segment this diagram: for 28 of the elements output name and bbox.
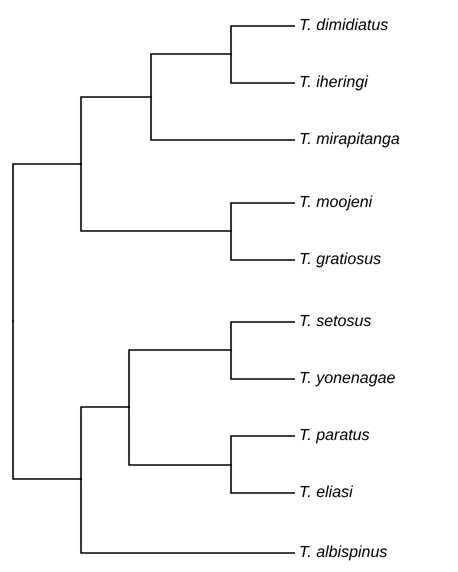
species-label: T. moojeni bbox=[295, 193, 372, 213]
tree-branch bbox=[230, 25, 295, 54]
tree-branch bbox=[128, 349, 230, 407]
species-label: T. dimidiatus bbox=[295, 16, 388, 36]
species-label: T. iheringi bbox=[295, 73, 368, 93]
tree-branch bbox=[80, 96, 150, 164]
tree-branch bbox=[230, 54, 295, 84]
tree-branch bbox=[230, 435, 295, 465]
tree-branch bbox=[150, 97, 295, 141]
tree-branch bbox=[128, 407, 230, 466]
species-label: T. paratus bbox=[295, 426, 370, 446]
tree-branch bbox=[230, 465, 295, 494]
species-label: T. mirapitanga bbox=[295, 130, 400, 150]
tree-branch bbox=[12, 163, 80, 321]
tree-branch bbox=[230, 350, 295, 380]
tree-branch bbox=[230, 321, 295, 350]
species-label: T. albispinus bbox=[295, 543, 388, 563]
species-label: T. setosus bbox=[295, 312, 372, 332]
tree-branch bbox=[80, 406, 128, 479]
species-label: T. yonenagae bbox=[295, 369, 396, 389]
tree-branch bbox=[80, 479, 295, 554]
tree-branch bbox=[150, 53, 230, 97]
tree-branch bbox=[230, 231, 295, 261]
tree-branch bbox=[230, 202, 295, 231]
tree-branch bbox=[80, 164, 230, 232]
species-label: T. gratiosus bbox=[295, 250, 382, 270]
tree-branch bbox=[12, 321, 80, 480]
species-label: T. eliasi bbox=[295, 483, 353, 503]
